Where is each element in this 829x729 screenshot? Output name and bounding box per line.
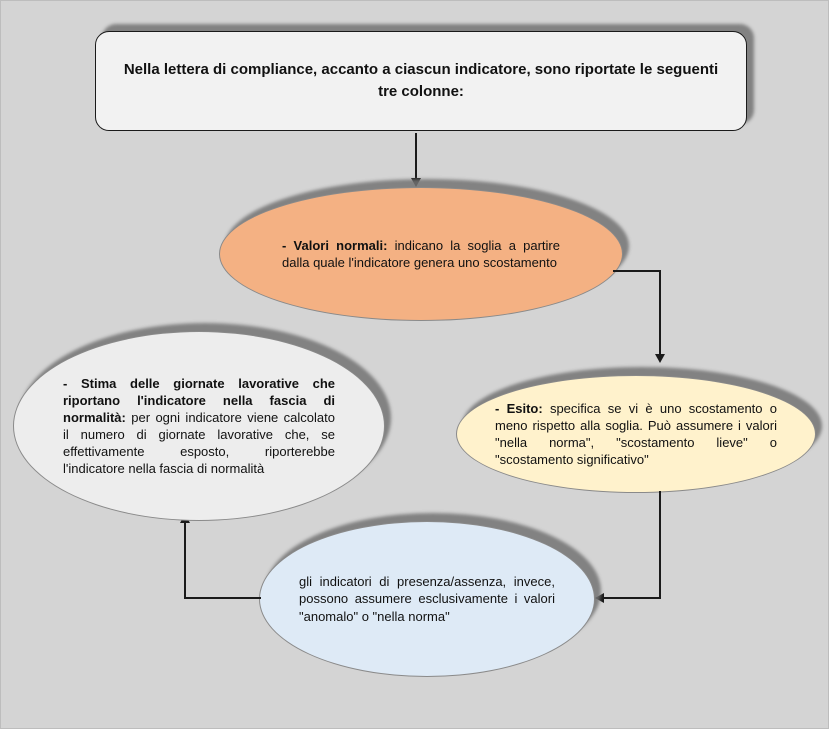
node-valori-normali-rest: indicano la soglia a partire dalla quale… — [282, 237, 560, 270]
arrow-esito-to-presenza-head — [595, 593, 604, 603]
node-presenza-assenza-text: gli indicatori di presenza/assenza, inve… — [299, 573, 555, 624]
node-stima-giornate-rest: per ogni indicatore viene calcolato il n… — [63, 409, 335, 477]
arrow-title-to-valori-line — [415, 133, 417, 179]
node-stima-giornate-text: - Stima delle giornate lavorative che ri… — [63, 375, 335, 478]
arrow-esito-to-presenza-hline — [603, 597, 661, 599]
arrow-title-to-valori-head — [411, 178, 421, 187]
title-box: Nella lettera di compliance, accanto a c… — [95, 31, 747, 131]
node-esito-bold: - Esito: — [495, 400, 543, 416]
node-valori-normali: - Valori normali: indicano la soglia a p… — [219, 187, 623, 321]
arrow-presenza-to-stima-vline — [184, 523, 186, 599]
node-valori-normali-bold: - Valori normali: — [282, 237, 388, 253]
node-presenza-assenza-rest: gli indicatori di presenza/assenza, inve… — [299, 574, 555, 624]
node-esito-text: - Esito: specifica se vi è uno scostamen… — [495, 400, 777, 469]
node-esito-rest: specifica se vi è uno scostamento o meno… — [495, 400, 777, 468]
arrow-valori-to-esito-head — [655, 354, 665, 363]
arrow-valori-to-esito-hline — [613, 270, 661, 272]
node-stima-giornate-bold: - Stima delle giornate lavorative che ri… — [63, 375, 335, 425]
arrow-esito-to-presenza-vline — [659, 491, 661, 598]
arrow-valori-to-esito-vline — [659, 270, 661, 355]
node-stima-giornate: - Stima delle giornate lavorative che ri… — [13, 331, 385, 521]
node-valori-normali-text: - Valori normali: indicano la soglia a p… — [282, 237, 560, 271]
title-text: Nella lettera di compliance, accanto a c… — [123, 61, 719, 100]
arrow-presenza-to-stima-hline — [185, 597, 261, 599]
node-esito: - Esito: specifica se vi è uno scostamen… — [456, 375, 816, 493]
node-presenza-assenza: gli indicatori di presenza/assenza, inve… — [259, 521, 595, 677]
